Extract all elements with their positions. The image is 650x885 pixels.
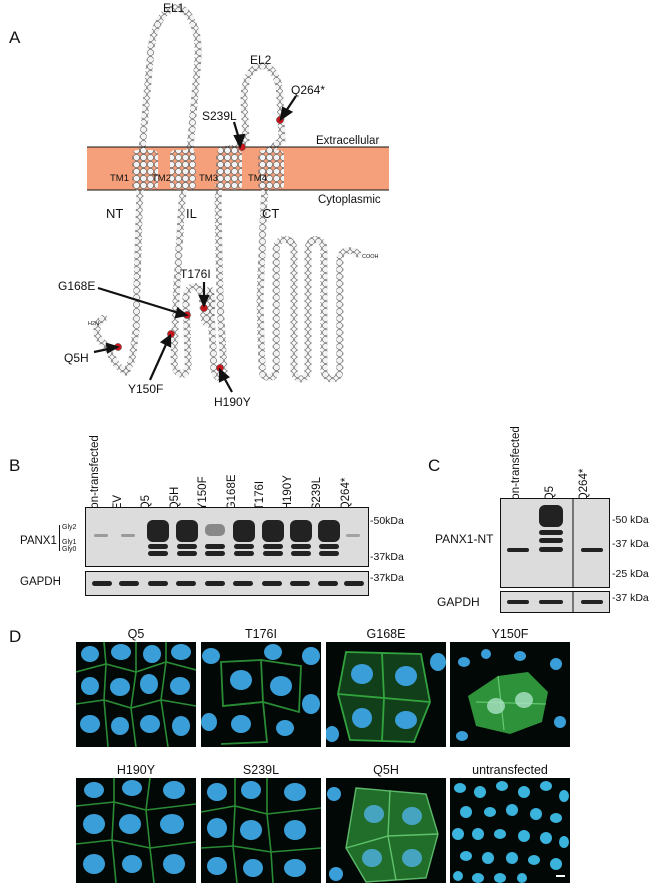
micrograph-q5 — [76, 642, 196, 747]
micrograph-t176i — [201, 642, 321, 747]
label-cytoplasmic: Cytoplasmic — [318, 194, 381, 206]
micrograph-label: T176I — [245, 627, 277, 641]
mw-marker: -25 kDa — [612, 568, 649, 580]
micrograph-y150f — [450, 642, 570, 747]
panel-letter-b: B — [9, 456, 21, 475]
micrograph-q5h — [326, 778, 446, 883]
label-mut-g168e: G168E — [58, 279, 95, 293]
glyco-label: Gly0 — [62, 546, 77, 553]
topology-diagram: EL1 EL2 Extracellular Cytoplasmic TM1 TM… — [58, 1, 389, 409]
mw-marker: -37kDa — [370, 572, 404, 584]
label-mut-s239l: S239L — [202, 109, 237, 123]
micrograph-label: H190Y — [116, 763, 156, 777]
glyco-label: Gly1 — [62, 539, 77, 546]
micrograph-label: S239L — [242, 763, 280, 777]
label-mut-h190y: H190Y — [214, 395, 251, 409]
label-el1: EL1 — [163, 1, 185, 15]
glyco-label: Gly2 — [62, 524, 77, 531]
lane-label: Non-transfected — [89, 435, 101, 517]
panel-letter-d: D — [9, 627, 22, 646]
blot-c-panx1nt — [500, 498, 610, 588]
micrograph-label: untransfected — [472, 763, 548, 777]
lane-label: Non-transfected — [510, 426, 522, 508]
label-tm3: TM3 — [199, 173, 218, 184]
label-mut-q5h: Q5H — [64, 351, 89, 365]
label-extracellular: Extracellular — [316, 135, 379, 147]
label-tm1: TM1 — [110, 173, 129, 184]
mw-marker: -37 kDa — [612, 592, 649, 604]
blot-b-panx1 — [85, 507, 369, 567]
panel-letter-a: A — [9, 28, 21, 47]
blot-c-gapdh — [500, 591, 610, 613]
protein-label-c: PANX1-NT — [435, 532, 494, 546]
micrograph-label: Q5H — [373, 763, 399, 777]
label-tm2: TM2 — [152, 173, 171, 184]
micrograph-g168e — [326, 642, 446, 747]
micrograph-s239l — [201, 778, 321, 883]
mw-marker: -50kDa — [370, 515, 404, 527]
protein-label-b: PANX1 — [20, 535, 57, 547]
label-il: IL — [186, 206, 197, 221]
mw-marker: -37 kDa — [612, 538, 649, 550]
label-tm4: TM4 — [248, 173, 267, 184]
blot-b-gapdh — [85, 571, 369, 596]
label-n-terminus: H2N — [88, 321, 99, 327]
label-mut-y150f: Y150F — [128, 382, 163, 396]
label-el2: EL2 — [250, 53, 272, 67]
label-mut-q264: Q264* — [291, 83, 325, 97]
label-c-terminus: COOH — [362, 254, 379, 260]
micrograph-untransfected — [450, 778, 570, 883]
loading-label-c: GAPDH — [437, 595, 480, 609]
micrograph-label: Q5 — [127, 627, 145, 641]
mw-marker: -50 kDa — [612, 514, 649, 526]
micrograph-label: Y150F — [491, 627, 529, 641]
label-nt: NT — [106, 206, 123, 221]
mw-marker: -37kDa — [370, 551, 404, 563]
loading-label-b: GAPDH — [20, 576, 61, 588]
panel-letter-c: C — [428, 456, 441, 475]
micrograph-label: G168E — [366, 627, 406, 641]
label-mut-t176i: T176I — [180, 267, 211, 281]
label-ct: CT — [262, 206, 279, 221]
micrograph-h190y — [76, 778, 196, 883]
scale-bar — [556, 875, 565, 877]
